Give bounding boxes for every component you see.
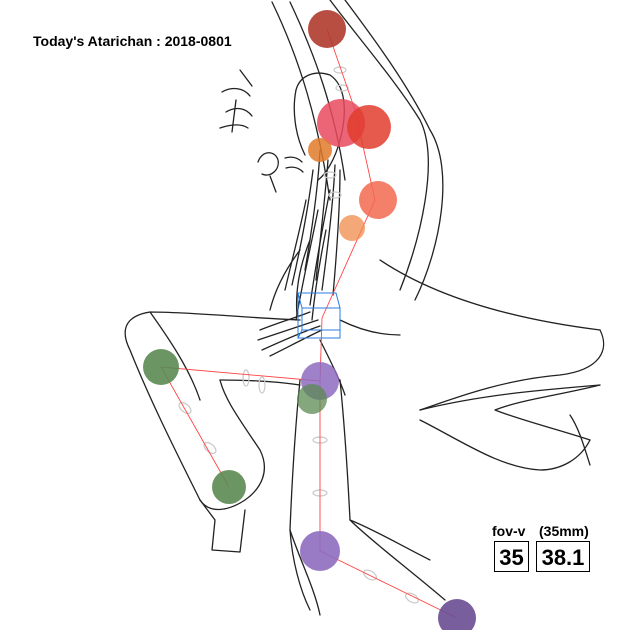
joint-chin[interactable] — [308, 138, 332, 162]
joint-spine[interactable] — [339, 215, 365, 241]
figure-outline — [124, 0, 605, 616]
page-title: Today's Atarichan : 2018-0801 — [33, 33, 232, 49]
bone-lines — [160, 28, 458, 619]
fov-label: fov-v — [492, 523, 526, 539]
joint-head-top[interactable] — [308, 10, 346, 48]
fov-value-box[interactable]: 35 — [494, 541, 529, 572]
joint-handles[interactable] — [143, 10, 476, 630]
joint-right-hip[interactable] — [297, 384, 327, 414]
joint-right-foot[interactable] — [438, 599, 476, 630]
joint-neck[interactable] — [347, 105, 391, 149]
joint-right-knee[interactable] — [300, 531, 340, 571]
joint-left-knee[interactable] — [212, 470, 246, 504]
transform-gizmo[interactable] — [297, 292, 341, 339]
joint-chest[interactable] — [359, 181, 397, 219]
focal-length-value-box[interactable]: 38.1 — [536, 541, 590, 572]
joint-left-hip[interactable] — [143, 349, 179, 385]
focal-length-label: (35mm) — [539, 523, 589, 539]
